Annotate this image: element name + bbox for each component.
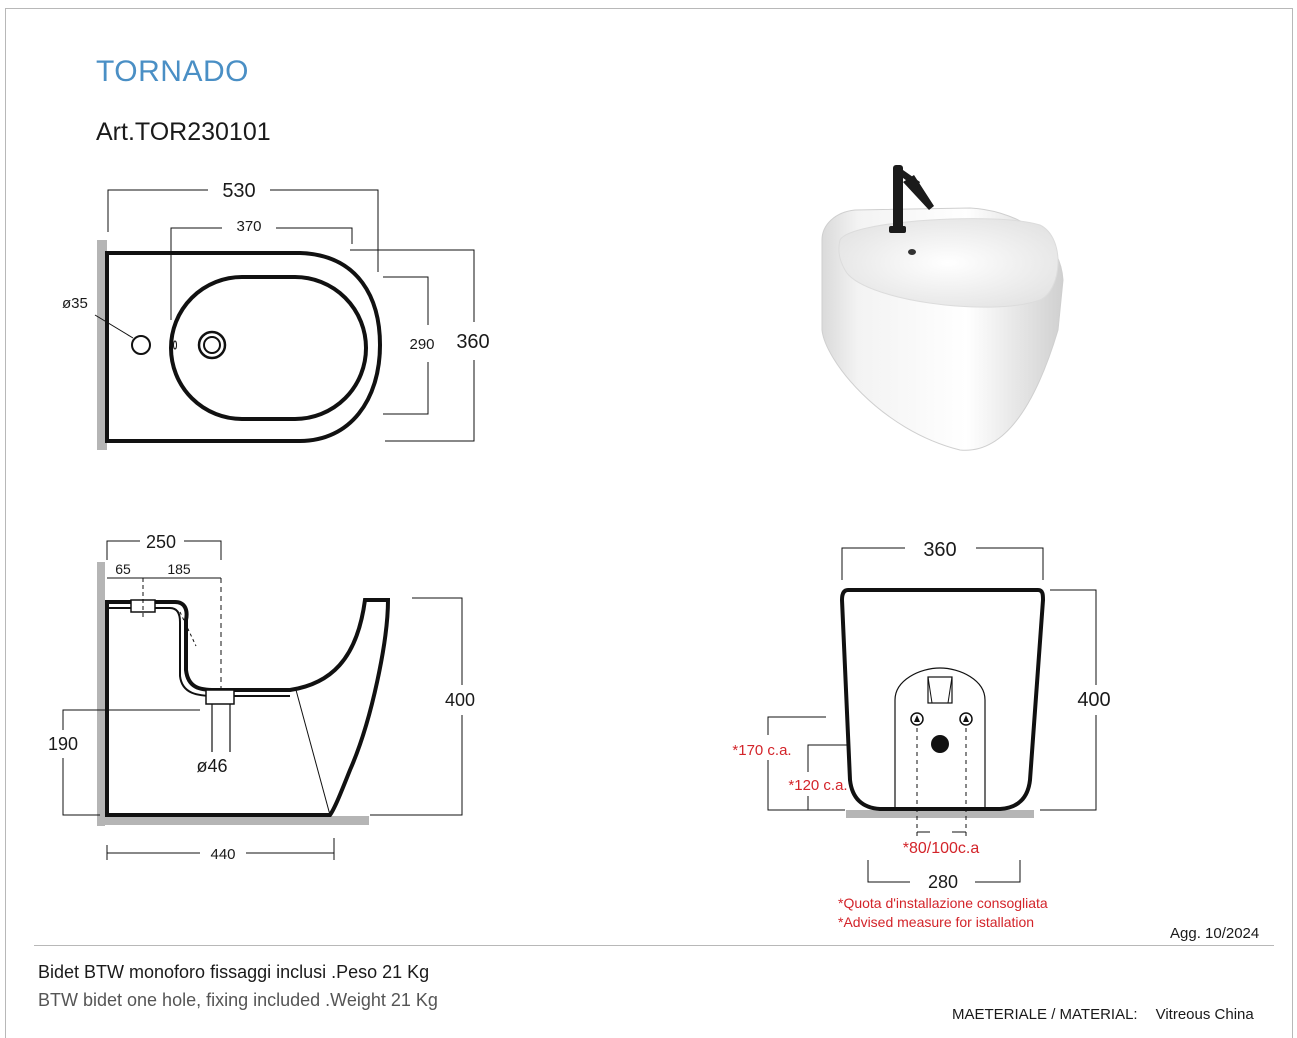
product-image xyxy=(821,165,1064,451)
tap-hole-leader xyxy=(94,314,134,339)
installation-note-it: *Quota d'installazione consogliata xyxy=(838,895,1048,911)
tap-hole-label: ø35 xyxy=(62,295,88,312)
drawing-sheet xyxy=(5,8,1293,1038)
drain-outer xyxy=(197,330,227,360)
dim-120: *120 c.a. xyxy=(788,777,847,794)
material-info: MAETERIALE / MATERIAL: Vitreous China xyxy=(952,1006,1254,1023)
dim-400-side: 400 xyxy=(445,690,475,710)
product-title: TORNADO xyxy=(96,55,249,88)
drain-inner xyxy=(203,336,221,354)
floor-rear xyxy=(846,810,1034,818)
material-value: Vitreous China xyxy=(1155,1006,1254,1023)
tap-hole xyxy=(131,335,151,355)
dim-170: *170 c.a. xyxy=(732,742,791,759)
side-view: ø46 250 65 185 400 190 440 xyxy=(48,532,475,863)
wall-side xyxy=(97,562,105,826)
top-outline xyxy=(105,251,383,443)
dim-440: 440 xyxy=(210,846,235,863)
floor-side xyxy=(97,816,369,825)
dim-360-rear: 360 xyxy=(923,539,956,561)
update-date: Agg. 10/2024 xyxy=(1170,925,1260,942)
dim-250: 250 xyxy=(146,532,176,552)
dim-290: 290 xyxy=(409,336,434,353)
footer-divider xyxy=(34,945,1274,946)
bowl-outline xyxy=(169,275,368,421)
rear-view: 360 400 *170 c.a. *120 c.a. *80/100c.a 2… xyxy=(732,539,1110,892)
dim-530: 530 xyxy=(222,180,255,202)
article-code: Art.TOR230101 xyxy=(96,118,271,146)
dim-190: 190 xyxy=(48,734,78,754)
dim-65: 65 xyxy=(115,561,131,577)
material-label: MAETERIALE / MATERIAL: xyxy=(952,1006,1138,1023)
wall-top xyxy=(97,240,107,450)
drain-diameter-label: ø46 xyxy=(196,756,227,776)
installation-note-en: *Advised measure for istallation xyxy=(838,914,1035,930)
description-english: BTW bidet one hole, fixing included .Wei… xyxy=(38,990,438,1010)
rear-outline xyxy=(839,588,1046,811)
dim-400-rear: 400 xyxy=(1077,689,1110,711)
dim-370: 370 xyxy=(236,218,261,235)
dim-360-top: 360 xyxy=(456,331,489,353)
dim-185: 185 xyxy=(167,561,191,577)
side-outline xyxy=(105,598,391,817)
top-view: ø35 530 370 290 360 xyxy=(62,180,490,450)
dim-80-100: *80/100c.a xyxy=(903,840,980,857)
dim-280: 280 xyxy=(928,872,958,892)
overflow-hole xyxy=(173,340,177,350)
description-italian: Bidet BTW monoforo fissaggi inclusi .Pes… xyxy=(38,962,430,982)
